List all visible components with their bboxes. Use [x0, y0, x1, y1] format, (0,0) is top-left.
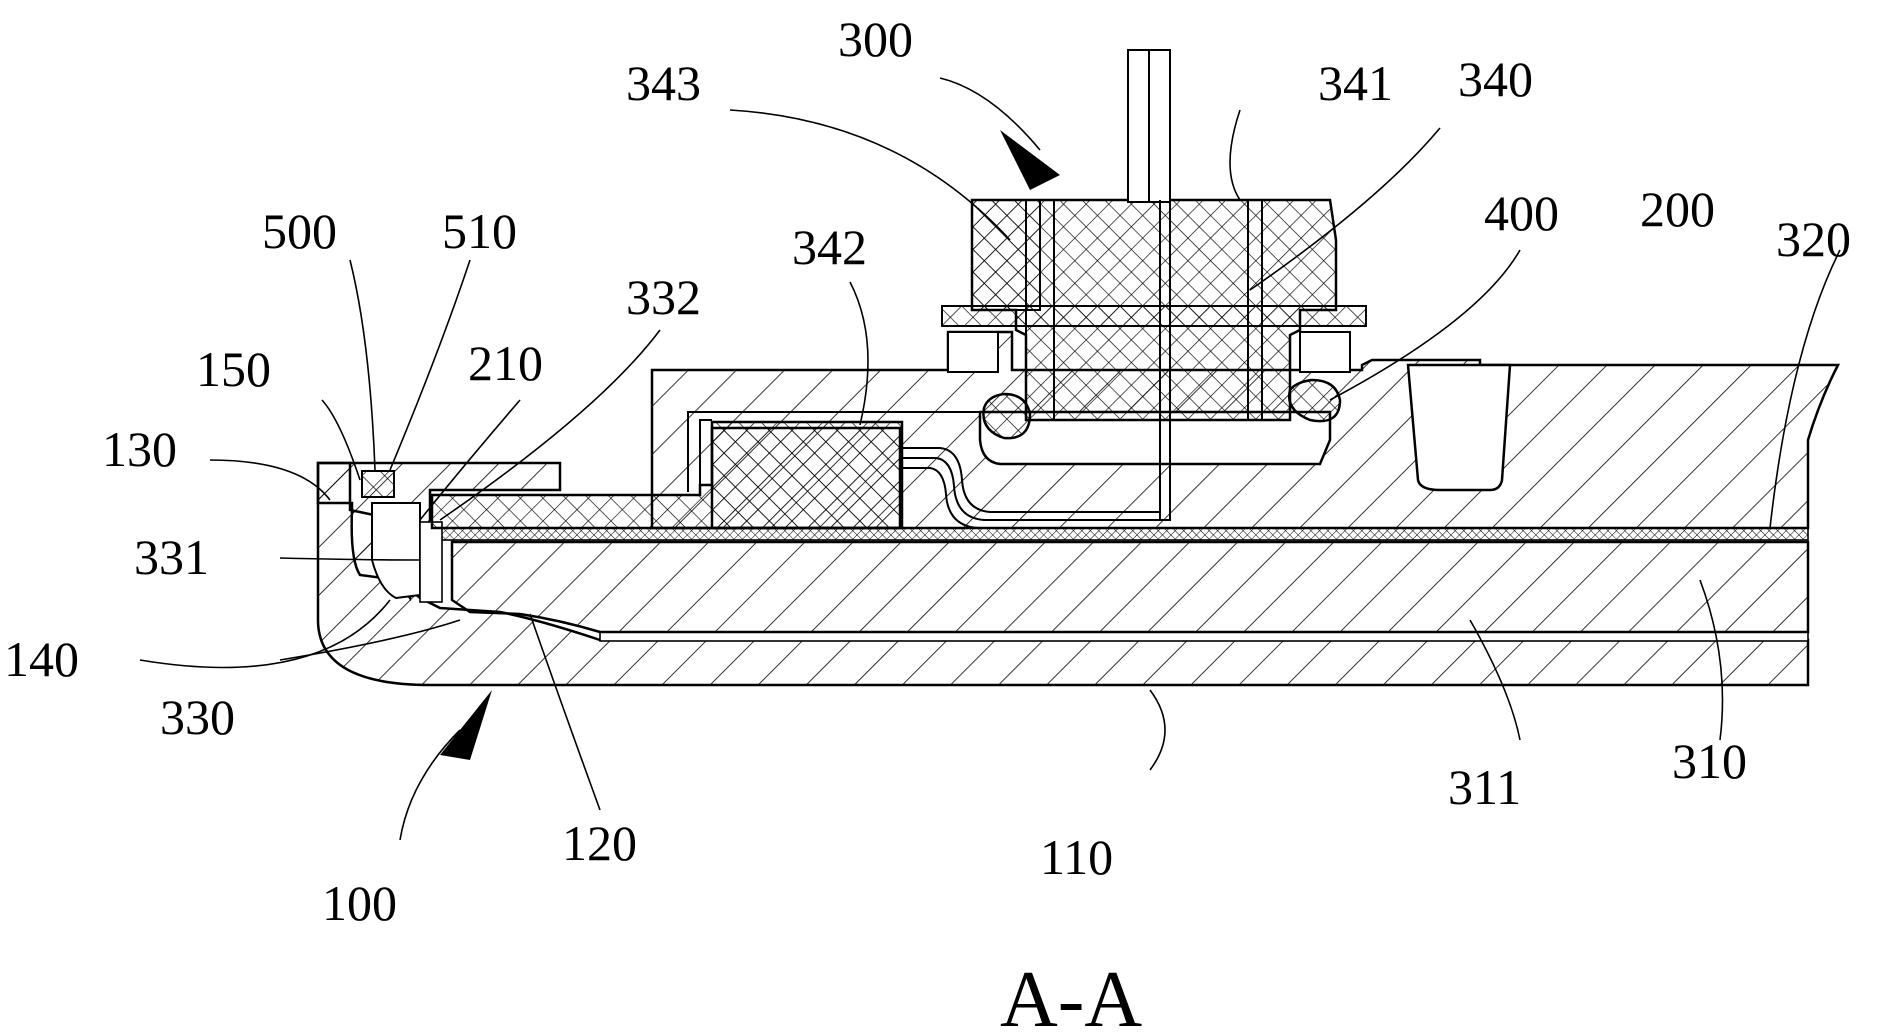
arrow-300: [1000, 130, 1060, 190]
flange: [941, 305, 1367, 327]
plate-310: [450, 540, 1810, 634]
section-title: A-A: [1000, 956, 1142, 1033]
region-210: [371, 502, 421, 600]
arrow-100: [440, 690, 492, 760]
label-120: 120: [562, 815, 637, 871]
label-500: 500: [262, 203, 337, 259]
label-400: 400: [1484, 185, 1559, 241]
label-330: 330: [160, 689, 235, 745]
label-510: 510: [442, 203, 517, 259]
pocket-200: [1406, 363, 1512, 492]
label-210: 210: [468, 335, 543, 391]
label-130: 130: [102, 421, 177, 477]
label-340: 340: [1458, 51, 1533, 107]
housing-343: [971, 199, 1041, 311]
component-342: [710, 420, 904, 530]
label-341: 341: [1318, 55, 1393, 111]
label-331: 331: [134, 529, 209, 585]
label-140: 140: [4, 631, 79, 687]
socket-base: [978, 410, 1332, 466]
label-343: 343: [626, 55, 701, 111]
label-310: 310: [1672, 733, 1747, 789]
oring-400: [1287, 378, 1342, 423]
gap-331: [419, 521, 443, 603]
label-320: 320: [1776, 211, 1851, 267]
seal-510: [361, 470, 395, 498]
layer-311: [599, 631, 1809, 642]
label-100: 100: [322, 875, 397, 931]
label-342: 342: [792, 219, 867, 275]
label-300: 300: [838, 11, 913, 67]
oring-left: [982, 392, 1032, 440]
label-332: 332: [626, 269, 701, 325]
label-110: 110: [1040, 829, 1113, 885]
label-150: 150: [196, 341, 271, 397]
label-311: 311: [1448, 759, 1521, 815]
label-200: 200: [1640, 181, 1715, 237]
layer-320: [439, 527, 1809, 541]
